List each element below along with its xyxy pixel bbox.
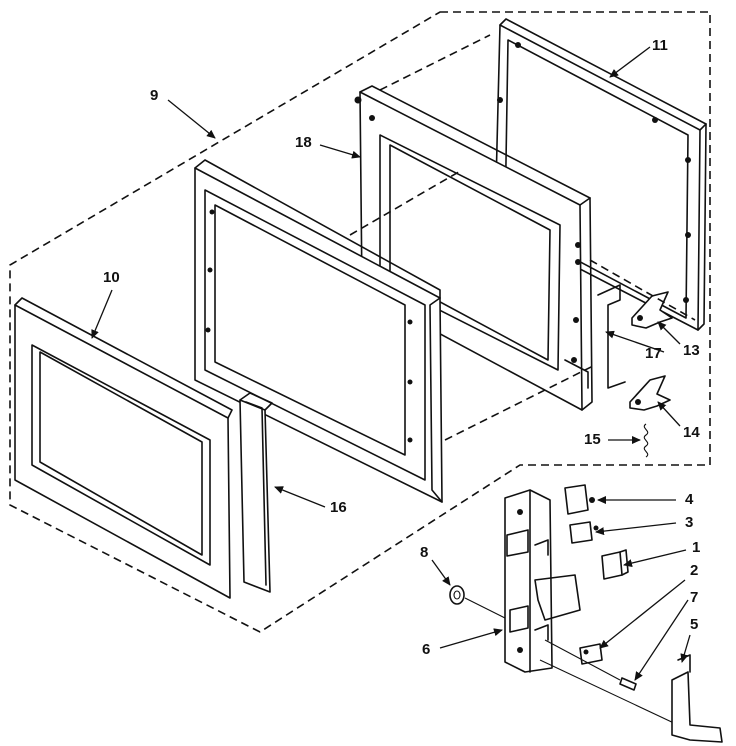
part-door-frame (194, 159, 443, 503)
callout-8: 8 (420, 544, 429, 561)
leader-17 (605, 330, 665, 353)
leader-10 (91, 289, 113, 339)
leader-13 (657, 321, 681, 345)
leader-8 (431, 559, 451, 586)
callout-1: 1 (692, 539, 701, 556)
part-16-trim-strip (239, 392, 273, 593)
callout-4: 4 (685, 491, 694, 508)
callout-11: 11 (652, 37, 668, 54)
callout-2: 2 (690, 562, 699, 579)
callout-10: 10 (103, 269, 120, 286)
callout-16: 16 (330, 499, 347, 516)
part-11-rear-frame (492, 18, 707, 331)
leader-3 (595, 522, 677, 536)
callout-14: 14 (683, 424, 700, 441)
door-assembly-boundary (9, 11, 711, 633)
part-18-inner-frame (354, 85, 593, 411)
assembly-line (544, 639, 621, 681)
leader-14 (657, 401, 681, 427)
callout-7: 7 (690, 589, 699, 606)
leader-9 (167, 99, 216, 139)
part-14-lower-hook (629, 375, 671, 411)
sightline (379, 34, 491, 91)
sightline (589, 259, 696, 321)
assembly-line (464, 597, 506, 619)
part-4-switch (564, 484, 595, 515)
leader-7 (634, 599, 689, 681)
callout-13: 13 (683, 342, 700, 359)
callout-5: 5 (690, 616, 699, 633)
leader-18 (319, 144, 361, 159)
callout-18: 18 (295, 134, 312, 151)
part-10-door-panel (14, 297, 233, 599)
part-8-nut (449, 585, 465, 605)
part-3-switch (569, 521, 599, 544)
callout-17: 17 (645, 345, 662, 362)
leader-6 (439, 628, 503, 649)
callout-6: 6 (422, 641, 431, 658)
callout-3: 3 (685, 514, 694, 531)
callout-15: 15 (584, 431, 601, 448)
part-2-switch (579, 643, 603, 665)
part-7-screw (619, 677, 637, 691)
part-5-bracket (671, 654, 723, 743)
sightline (444, 364, 596, 441)
part-6-latch-housing (504, 489, 581, 673)
leader-16 (274, 486, 326, 508)
leader-1 (623, 549, 687, 568)
leader-5 (680, 634, 691, 663)
leader-lines (91, 46, 691, 681)
part-15-spring (643, 423, 649, 458)
part-17-latch-lever (597, 284, 626, 389)
sightline (349, 169, 463, 236)
leader-2 (599, 579, 686, 649)
leader-11 (609, 46, 651, 78)
callout-9: 9 (150, 87, 159, 104)
